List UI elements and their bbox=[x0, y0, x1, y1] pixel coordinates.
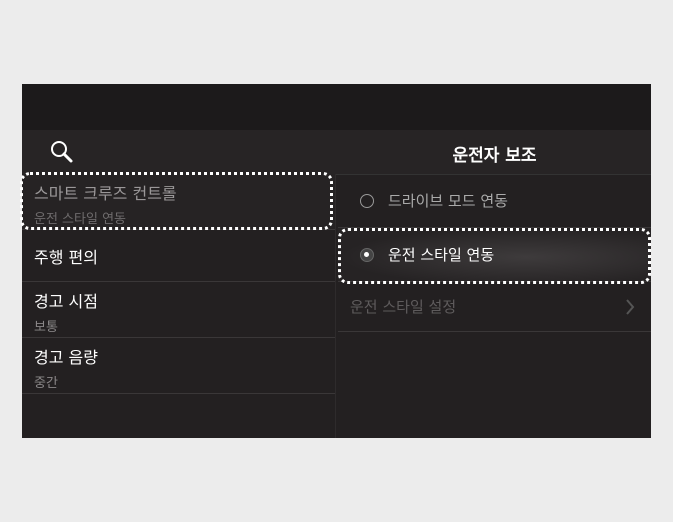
menu-item-value: 중간 bbox=[34, 376, 58, 391]
menu-item-label: 스마트 크루즈 컨트롤 bbox=[34, 184, 177, 203]
radio-label: 드라이브 모드 연동 bbox=[388, 192, 508, 210]
radio-option-driving-style[interactable]: 운전 스타일 연동 bbox=[338, 228, 651, 282]
menu-list: 스마트 크루즈 컨트롤 운전 스타일 연동 주행 편의 경고 시점 보통 경고 … bbox=[22, 174, 336, 438]
menu-item-smart-cruise[interactable]: 스마트 크루즈 컨트롤 운전 스타일 연동 bbox=[22, 174, 335, 230]
options-panel: 드라이브 모드 연동 운전 스타일 연동 운전 스타일 설정 bbox=[338, 174, 651, 438]
page-title: 운전자 보조 bbox=[452, 146, 537, 166]
menu-item-label: 주행 편의 bbox=[34, 248, 98, 267]
settings-row-driving-style[interactable]: 운전 스타일 설정 bbox=[338, 282, 651, 332]
menu-item-value: 운전 스타일 연동 bbox=[34, 212, 126, 227]
menu-item-driving-convenience[interactable]: 주행 편의 bbox=[22, 230, 335, 282]
chevron-right-icon bbox=[626, 299, 635, 315]
screen: 운전자 보조 스마트 크루즈 컨트롤 운전 스타일 연동 주행 편의 경고 시점… bbox=[22, 84, 651, 438]
status-bar bbox=[22, 84, 651, 130]
menu-item-value: 보통 bbox=[34, 320, 58, 335]
menu-item-warning-timing[interactable]: 경고 시점 보통 bbox=[22, 282, 335, 338]
menu-item-label: 경고 시점 bbox=[34, 292, 98, 311]
highlight-smart-cruise bbox=[20, 172, 333, 230]
menu-item-label: 경고 음량 bbox=[34, 348, 98, 367]
radio-label: 운전 스타일 연동 bbox=[388, 246, 495, 264]
settings-label: 운전 스타일 설정 bbox=[350, 298, 457, 316]
menu-item-warning-volume[interactable]: 경고 음량 중간 bbox=[22, 338, 335, 394]
radio-button-unselected[interactable] bbox=[360, 194, 374, 208]
header: 운전자 보조 bbox=[22, 130, 651, 175]
highlight-selected-option bbox=[338, 228, 651, 284]
radio-option-drive-mode[interactable]: 드라이브 모드 연동 bbox=[338, 174, 651, 228]
search-icon[interactable] bbox=[50, 140, 74, 164]
radio-button-selected[interactable] bbox=[360, 248, 374, 262]
